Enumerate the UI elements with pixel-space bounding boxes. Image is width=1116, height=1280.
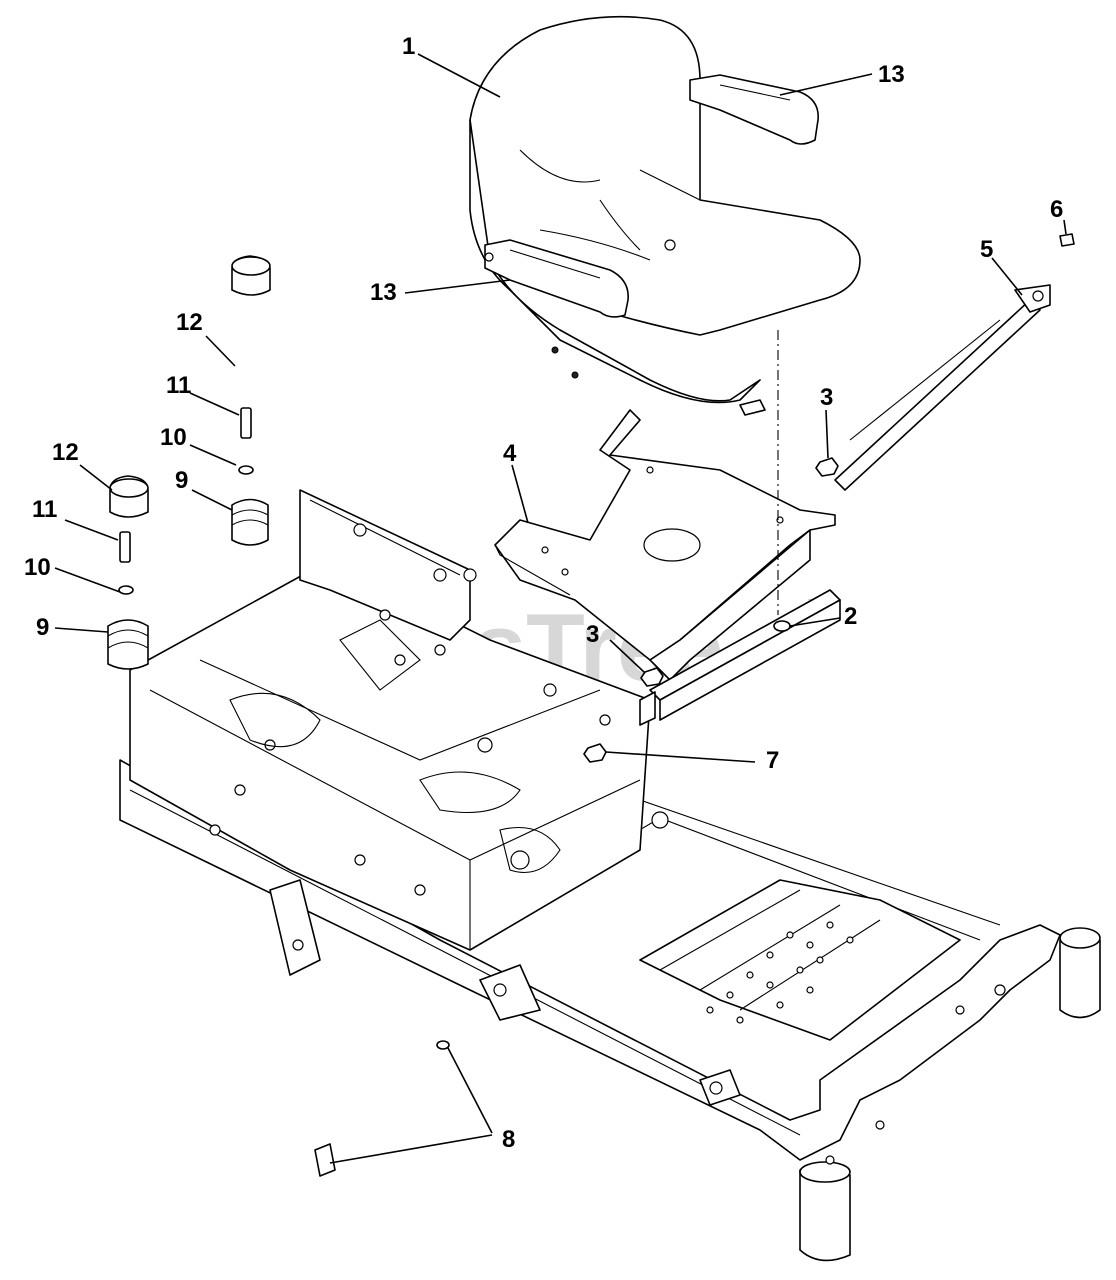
bumper-stack-a xyxy=(231,255,271,546)
callout-3a: 3 xyxy=(820,384,833,411)
leader-lines xyxy=(54,53,1067,1164)
callout-labels: 1 13 13 6 5 12 11 10 9 12 11 10 9 4 3 3 … xyxy=(24,33,1063,1153)
seat-rail xyxy=(639,589,841,726)
callout-4: 4 xyxy=(503,440,517,467)
callout-9a: 9 xyxy=(175,467,188,494)
footrest-holes xyxy=(706,921,854,1024)
callout-10b: 10 xyxy=(24,554,51,581)
callout-11b: 11 xyxy=(32,496,57,523)
callout-6: 6 xyxy=(1050,196,1063,223)
callout-2: 2 xyxy=(844,603,857,630)
callout-1: 1 xyxy=(402,33,415,60)
callout-8: 8 xyxy=(502,1126,515,1153)
callout-5: 5 xyxy=(980,236,993,263)
adjust-rod xyxy=(834,284,1051,491)
callout-11a: 11 xyxy=(166,372,191,399)
chassis-frame xyxy=(119,489,1101,1262)
bumper-stack-b xyxy=(107,475,149,670)
callout-12a: 12 xyxy=(176,309,203,336)
seat xyxy=(469,15,861,416)
hardware xyxy=(314,233,1075,1177)
callout-13b: 13 xyxy=(370,279,397,306)
seat-pan xyxy=(494,409,836,681)
callout-13a: 13 xyxy=(878,61,905,88)
callout-7: 7 xyxy=(766,747,779,774)
callout-12b: 12 xyxy=(52,439,79,466)
callout-3b: 3 xyxy=(586,621,599,648)
callout-9b: 9 xyxy=(36,614,49,641)
chassis-holes xyxy=(209,523,1006,1165)
callout-10a: 10 xyxy=(160,424,187,451)
